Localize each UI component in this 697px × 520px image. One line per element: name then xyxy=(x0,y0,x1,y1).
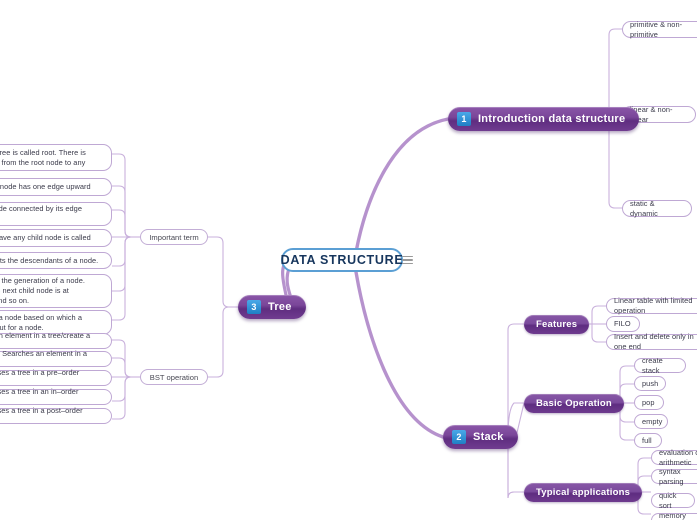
leaf-label: pop xyxy=(642,397,655,407)
leaf-bst-search[interactable]: Search – Searches an element in a tree. xyxy=(0,349,112,367)
leaf-label: push xyxy=(642,378,659,388)
leaf-empty[interactable]: empty xyxy=(634,414,668,429)
leaf-levels-definition[interactable]: represents the generation of a node. l 0… xyxy=(0,274,112,308)
leaf-label: – Traverses a tree in an in–order manner… xyxy=(0,387,79,396)
branch-node-introduction[interactable]: 1 Introduction data structure xyxy=(448,107,640,131)
leaf-label: does not have any child node is called xyxy=(0,233,91,242)
leaf-label: empty xyxy=(642,416,663,426)
leaf-label: static & dynamic xyxy=(630,198,658,218)
leaf-label: evaluation of arithmetic xyxy=(659,447,697,467)
leaf-root-definition[interactable]: top of the tree is called root. There is… xyxy=(0,144,112,171)
branch-node-stack[interactable]: 2 Stack xyxy=(443,425,518,449)
leaf-label: primitive & non-primitive xyxy=(630,19,683,39)
branch-label: Introduction data structure xyxy=(478,113,626,125)
leaf-parent-definition[interactable]: pt the root node has one edge upward xyxy=(0,178,112,196)
leaf-label: Insert and delete only in one end xyxy=(614,332,694,351)
leaf-linear-nonlinear[interactable]: linear & non- linear xyxy=(622,104,696,124)
branch-node-tree[interactable]: 3 Tree xyxy=(238,295,306,319)
leaf-label: e represents the descendants of a node. xyxy=(0,255,99,265)
group-node-bst-operation[interactable]: BST operation xyxy=(140,369,208,385)
leaf-label: – Traverses a tree in a pre–order manner… xyxy=(0,368,80,377)
leaf-label: create stack xyxy=(642,355,663,375)
leaf-label: pt the root node has one edge upward xyxy=(0,182,91,191)
leaf-label: full xyxy=(642,435,652,445)
group-label: BST operation xyxy=(149,372,199,382)
leaf-bst-postorder[interactable]: – Traverses a tree in a post–order manne… xyxy=(0,406,112,424)
group-label: Typical applications xyxy=(536,487,631,498)
leaf-label: Inserts an element in a tree/create a tr… xyxy=(0,331,91,340)
branch-number-badge: 2 xyxy=(452,430,466,444)
leaf-full[interactable]: full xyxy=(634,433,662,448)
leaf-create-stack[interactable]: create stack xyxy=(634,355,686,375)
group-label: Features xyxy=(536,319,578,330)
leaf-label: a given node connected by its edge hild … xyxy=(0,204,82,213)
leaf-bst-inorder[interactable]: – Traverses a tree in an in–order manner… xyxy=(0,387,112,405)
leaf-label: top of the tree is called root. There is… xyxy=(0,147,86,167)
leaf-subtree-definition[interactable]: e represents the descendants of a node. xyxy=(0,252,112,269)
leaf-label: represents the generation of a node. l 0… xyxy=(0,276,85,305)
leaf-label: FILO xyxy=(614,319,631,328)
group-node-features[interactable]: Features xyxy=(524,315,590,334)
leaf-label: e value of a node based on which a e car… xyxy=(0,312,82,332)
hamburger-icon[interactable] xyxy=(402,254,414,266)
leaf-filo[interactable]: FILO xyxy=(606,316,640,332)
leaf-label: linear & non- linear xyxy=(630,104,673,124)
leaf-keys-definition[interactable]: e value of a node based on which a e car… xyxy=(0,310,112,335)
leaf-label: – Traverses a tree in a post–order manne… xyxy=(0,406,83,415)
group-label: Basic Operation xyxy=(536,398,612,409)
leaf-push[interactable]: push xyxy=(634,376,666,391)
leaf-pop[interactable]: pop xyxy=(634,395,664,410)
leaf-label: Search – Searches an element in a tree. xyxy=(2,349,88,358)
leaf-label: memory management xyxy=(659,510,686,520)
leaf-child-definition[interactable]: a given node connected by its edge hild … xyxy=(0,202,112,226)
root-node[interactable]: DATA STRUCTURE xyxy=(281,248,403,272)
leaf-primitive-nonprimitive[interactable]: primitive & non-primitive xyxy=(622,19,697,39)
leaf-label: Linear table with limited operation xyxy=(614,296,693,315)
leaf-bst-preorder[interactable]: – Traverses a tree in a pre–order manner… xyxy=(0,368,112,386)
leaf-label: quick sort xyxy=(659,490,677,510)
leaf-syntax-parsing[interactable]: syntax parsing xyxy=(651,466,697,486)
leaf-evaluation-of-arithmetic[interactable]: evaluation of arithmetic xyxy=(651,447,697,467)
group-node-important-term[interactable]: Important term xyxy=(140,229,208,245)
branch-label: Stack xyxy=(473,431,504,443)
leaf-linear-table-limited-operation[interactable]: Linear table with limited operation xyxy=(606,296,697,315)
group-label: Important term xyxy=(149,232,199,242)
leaf-leaf-definition[interactable]: does not have any child node is called xyxy=(0,229,112,247)
leaf-insert-delete-one-end[interactable]: Insert and delete only in one end xyxy=(606,332,697,351)
branch-number-badge: 3 xyxy=(247,300,261,314)
leaf-label: syntax parsing xyxy=(659,466,684,486)
leaf-bst-insert[interactable]: Inserts an element in a tree/create a tr… xyxy=(0,331,112,349)
root-node-label: DATA STRUCTURE xyxy=(280,253,404,267)
leaf-memory-management[interactable]: memory management xyxy=(651,510,697,520)
group-node-basic-operation[interactable]: Basic Operation xyxy=(524,394,624,413)
branch-number-badge: 1 xyxy=(457,112,471,126)
leaf-static-dynamic[interactable]: static & dynamic xyxy=(622,198,692,218)
leaf-quick-sort[interactable]: quick sort xyxy=(651,490,695,510)
branch-label: Tree xyxy=(268,301,292,313)
group-node-typical-applications[interactable]: Typical applications xyxy=(524,483,643,502)
